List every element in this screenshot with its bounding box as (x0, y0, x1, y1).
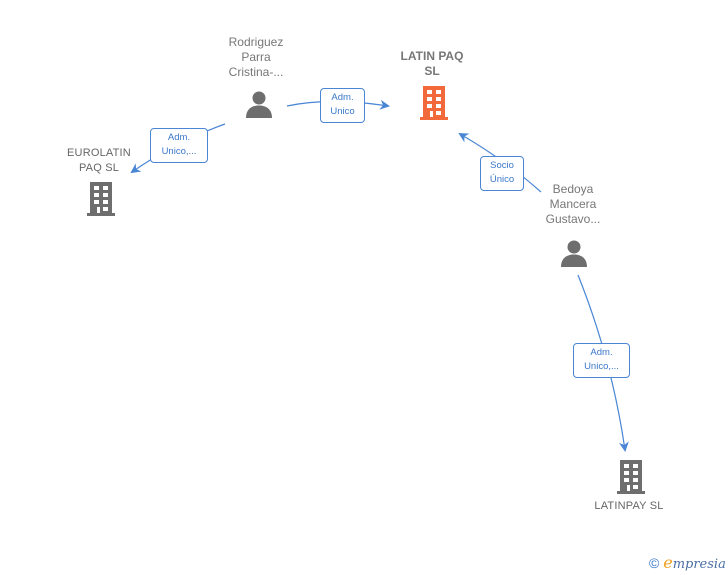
person-icon[interactable] (244, 89, 274, 119)
node-label-rodriguez[interactable]: Rodriguez Parra Cristina-... (228, 35, 284, 79)
node-label-latinpay[interactable]: LATINPAY SL (594, 500, 664, 512)
edge-label-rodriguez-latin-paq[interactable]: Adm. Unico (320, 88, 365, 123)
node-label-bedoya[interactable]: Bedoya Mancera Gustavo... (545, 182, 601, 226)
building-icon-highlighted[interactable] (418, 85, 450, 120)
edge-label-bedoya-latinpay[interactable]: Adm. Unico,... (573, 343, 630, 378)
building-icon[interactable] (615, 459, 647, 494)
node-label-latin-paq[interactable]: LATIN PAQ SL (400, 49, 464, 78)
building-icon[interactable] (85, 181, 117, 216)
edge-label-bedoya-latin-paq[interactable]: Socio Único (480, 156, 524, 191)
node-label-eurolatin[interactable]: EUROLATIN PAQ SL (67, 147, 131, 174)
edge-label-rodriguez-eurolatin[interactable]: Adm. Unico,... (150, 128, 208, 163)
copyright-icon: © (649, 555, 660, 571)
person-icon[interactable] (559, 238, 589, 268)
footer-brand: © empresia (649, 553, 726, 572)
empresia-logo[interactable]: empresia (663, 553, 726, 572)
